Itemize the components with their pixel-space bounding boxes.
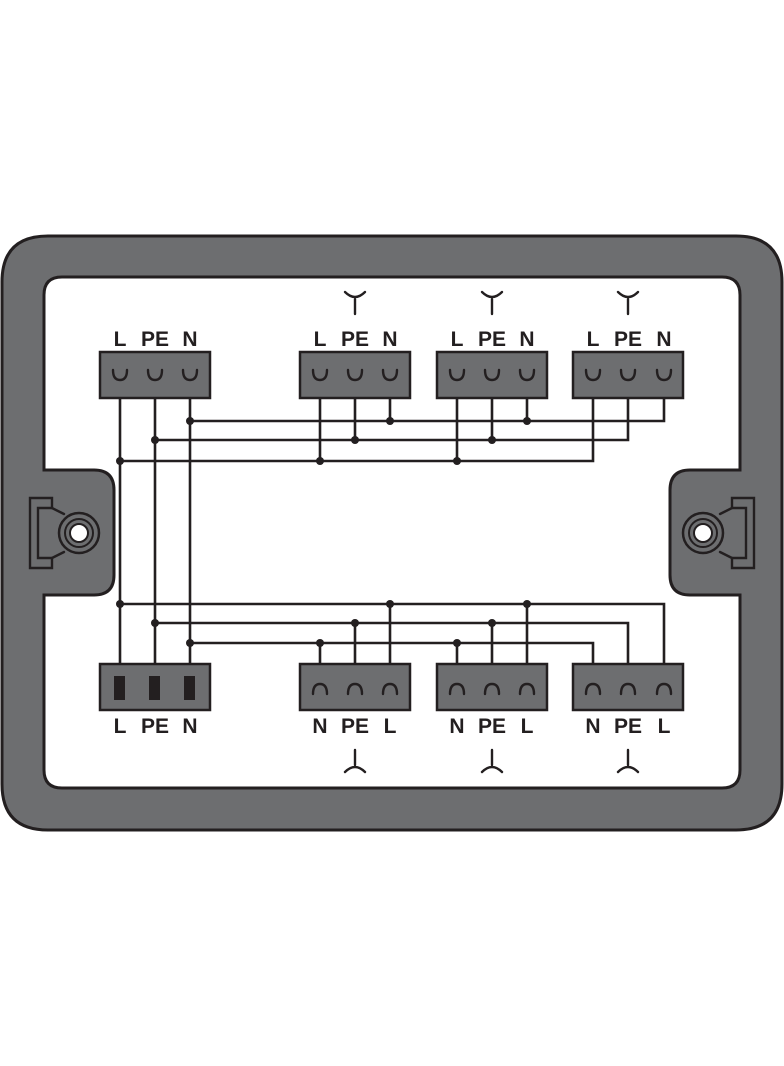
terminal-label: PE	[614, 328, 642, 351]
socket-icon	[343, 290, 367, 316]
terminal-label: L	[658, 715, 671, 738]
terminal-label: PE	[341, 715, 369, 738]
terminal-label: N	[519, 328, 534, 351]
top-left-connector: L PE N	[98, 328, 212, 400]
plug-icon	[480, 748, 504, 774]
mounting-lug-icon	[28, 496, 101, 570]
socket-icon	[616, 290, 640, 316]
terminal-label: PE	[141, 328, 169, 351]
bottom-output-connector-1: N PE L	[298, 662, 412, 774]
terminal-label: L	[587, 328, 600, 351]
terminal-label: L	[384, 715, 397, 738]
terminal-label: N	[449, 715, 464, 738]
terminal-label: N	[656, 328, 671, 351]
terminal-label: N	[585, 715, 600, 738]
housing-frame	[0, 234, 784, 832]
bottom-output-connector-3: N PE L	[571, 662, 685, 774]
terminal-label: L	[114, 328, 127, 351]
terminal-label: L	[521, 715, 534, 738]
plug-icon	[343, 748, 367, 774]
terminal-label: L	[114, 715, 127, 738]
terminal-label: N	[182, 328, 197, 351]
terminal-label: PE	[141, 715, 169, 738]
terminal-label: PE	[614, 715, 642, 738]
terminal-label: N	[382, 328, 397, 351]
top-output-connector-3: L PE N	[571, 290, 685, 400]
plug-icon	[616, 748, 640, 774]
bottom-output-connector-2: N PE L	[435, 662, 549, 774]
terminal-label: L	[314, 328, 327, 351]
top-output-connector-1: L PE N	[298, 290, 412, 400]
terminal-label: PE	[478, 328, 506, 351]
bottom-left-connector: L PE N	[98, 662, 212, 738]
terminal-label: PE	[478, 715, 506, 738]
terminal-label: PE	[341, 328, 369, 351]
top-output-connector-2: L PE N	[435, 290, 549, 400]
socket-icon	[480, 290, 504, 316]
terminal-label: N	[312, 715, 327, 738]
mounting-lug-icon	[681, 496, 756, 570]
wiring	[116, 380, 666, 678]
terminal-label: N	[182, 715, 197, 738]
terminal-label: L	[451, 328, 464, 351]
